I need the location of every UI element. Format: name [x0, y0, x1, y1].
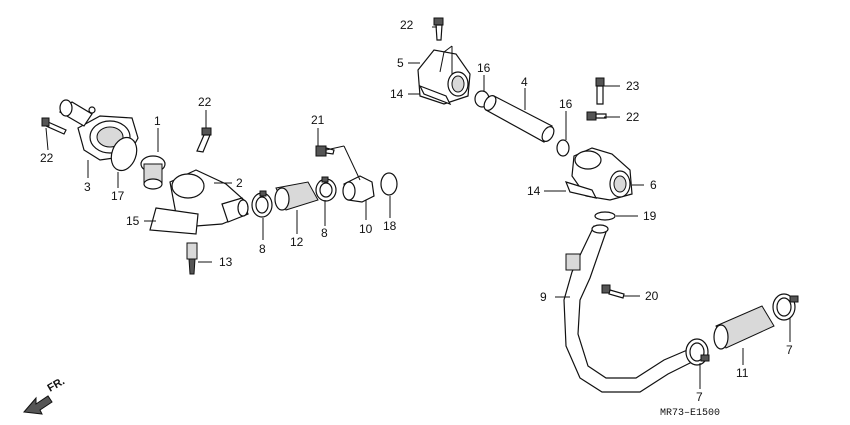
part-23-bolt[interactable] [595, 77, 605, 105]
part-8-hose-clamp-left[interactable] [251, 190, 273, 218]
callout-22: 22 [198, 95, 212, 109]
callout-22: 22 [626, 110, 640, 124]
part-9-water-pipe[interactable] [563, 224, 697, 393]
part-19-o-ring[interactable] [594, 211, 616, 221]
part-14-gasket-right[interactable] [564, 181, 598, 199]
callout-2: 2 [236, 176, 243, 190]
callout-4: 4 [521, 75, 528, 89]
part-1-thermostat[interactable] [140, 155, 166, 190]
part-17-o-ring[interactable] [107, 134, 141, 174]
part-7-hose-clamp-lower[interactable] [685, 338, 710, 366]
part-6-water-joint[interactable] [571, 147, 633, 201]
callout-16: 16 [559, 97, 573, 111]
callout-8: 8 [321, 226, 328, 240]
leader-lines [45, 26, 791, 389]
callout-5: 5 [397, 56, 404, 70]
callout-21: 21 [311, 113, 325, 127]
part-8-hose-clamp-right[interactable] [315, 176, 337, 202]
callout-13: 13 [219, 255, 233, 269]
direction-label: FR. [46, 375, 67, 394]
callout-3: 3 [84, 180, 91, 194]
callout-8: 8 [259, 242, 266, 256]
callout-20: 20 [645, 289, 659, 303]
part-12-hose[interactable] [274, 181, 319, 211]
callout-22: 22 [40, 151, 54, 165]
callout-16: 16 [477, 61, 491, 75]
part-22-bolt-center[interactable] [196, 127, 212, 153]
callout-12: 12 [290, 235, 304, 249]
part-18-o-ring[interactable] [380, 172, 398, 196]
callout-9: 9 [540, 290, 547, 304]
callout-15: 15 [126, 214, 140, 228]
part-10-water-joint[interactable] [342, 175, 375, 203]
callout-10: 10 [359, 222, 373, 236]
part-15-gasket[interactable] [149, 207, 199, 235]
callout-19: 19 [643, 209, 657, 223]
part-22-bolt-right[interactable] [586, 111, 607, 121]
part-14-gasket-top[interactable] [418, 84, 452, 106]
callout-11: 11 [736, 366, 749, 380]
part-11-hose[interactable] [713, 305, 775, 350]
part-21-bolt[interactable] [315, 145, 335, 157]
callout-7: 7 [786, 343, 793, 357]
part-20-bolt[interactable] [601, 284, 625, 299]
part-4-water-pipe[interactable] [482, 94, 557, 144]
callout-1: 1 [154, 114, 161, 128]
callout-14: 14 [527, 184, 541, 198]
part-16-o-ring-right[interactable] [556, 139, 570, 157]
callout-23: 23 [626, 79, 640, 93]
callout-14: 14 [390, 87, 404, 101]
callout-18: 18 [383, 219, 397, 233]
part-13-temperature-sensor[interactable] [186, 242, 198, 275]
part-22-bolt-left[interactable] [41, 117, 67, 135]
callout-7: 7 [696, 390, 703, 404]
part-2-thermostat-housing[interactable] [169, 169, 249, 227]
callout-22: 22 [400, 18, 414, 32]
diagram-code: MR73–E1500 [660, 408, 720, 419]
part-7-hose-clamp-upper[interactable] [772, 293, 799, 321]
front-direction-arrow [23, 395, 53, 415]
callout-6: 6 [650, 178, 657, 192]
part-22-bolt-top[interactable] [433, 17, 444, 41]
callout-17: 17 [111, 189, 125, 203]
